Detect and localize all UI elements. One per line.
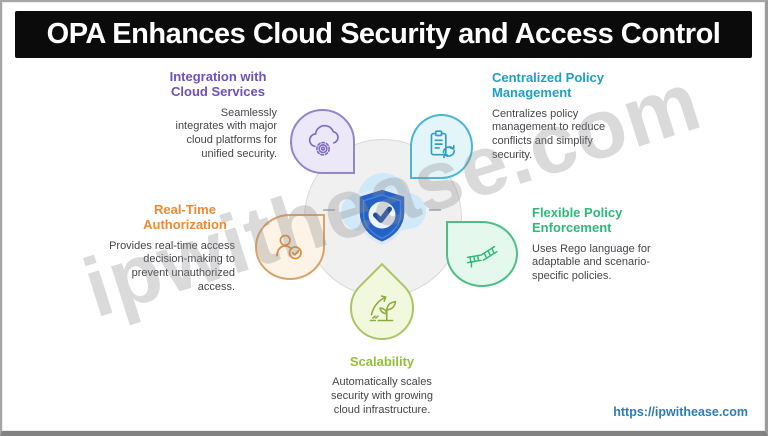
section-scalability-description: Automatically scales security with growi… <box>330 376 434 416</box>
section-flexible: Flexible Policy Enforcement Uses Rego la… <box>532 205 687 284</box>
section-flexible-title: Flexible Policy Enforcement <box>532 205 623 236</box>
section-flexible-description: Uses Rego language for adaptable and sce… <box>532 242 651 283</box>
section-realtime-title: Real-Time Authorization <box>143 202 227 233</box>
section-realtime: Real-Time Authorization Provides real-ti… <box>87 202 235 295</box>
cloud-shield-check-icon <box>319 152 445 269</box>
cloud-gear-icon <box>290 109 355 174</box>
section-integration-description: Seamlessly integrates with major cloud p… <box>175 106 278 160</box>
section-scalability-title: Scalability <box>349 354 415 369</box>
section-integration: Integration with Cloud Services Seamless… <box>97 69 277 162</box>
section-scalability: Scalability Automatically scales securit… <box>302 354 462 418</box>
flexible-track-icon <box>446 221 518 287</box>
page-title: OPA Enhances Cloud Security and Access C… <box>46 18 721 50</box>
section-centralized: Centralized Policy Management Centralize… <box>492 70 662 163</box>
user-check-icon <box>255 214 325 280</box>
section-centralized-description: Centralizes policy management to reduce … <box>492 107 606 161</box>
clipboard-sync-icon <box>410 114 473 179</box>
section-centralized-title: Centralized Policy Management <box>492 70 604 101</box>
growth-plant-icon <box>336 262 428 354</box>
section-integration-title: Integration with Cloud Services <box>169 69 267 100</box>
footer-url-link[interactable]: https://ipwithease.com <box>613 405 748 419</box>
section-realtime-description: Provides real-time access decision-makin… <box>109 239 235 293</box>
title-banner: OPA Enhances Cloud Security and Access C… <box>15 11 752 58</box>
